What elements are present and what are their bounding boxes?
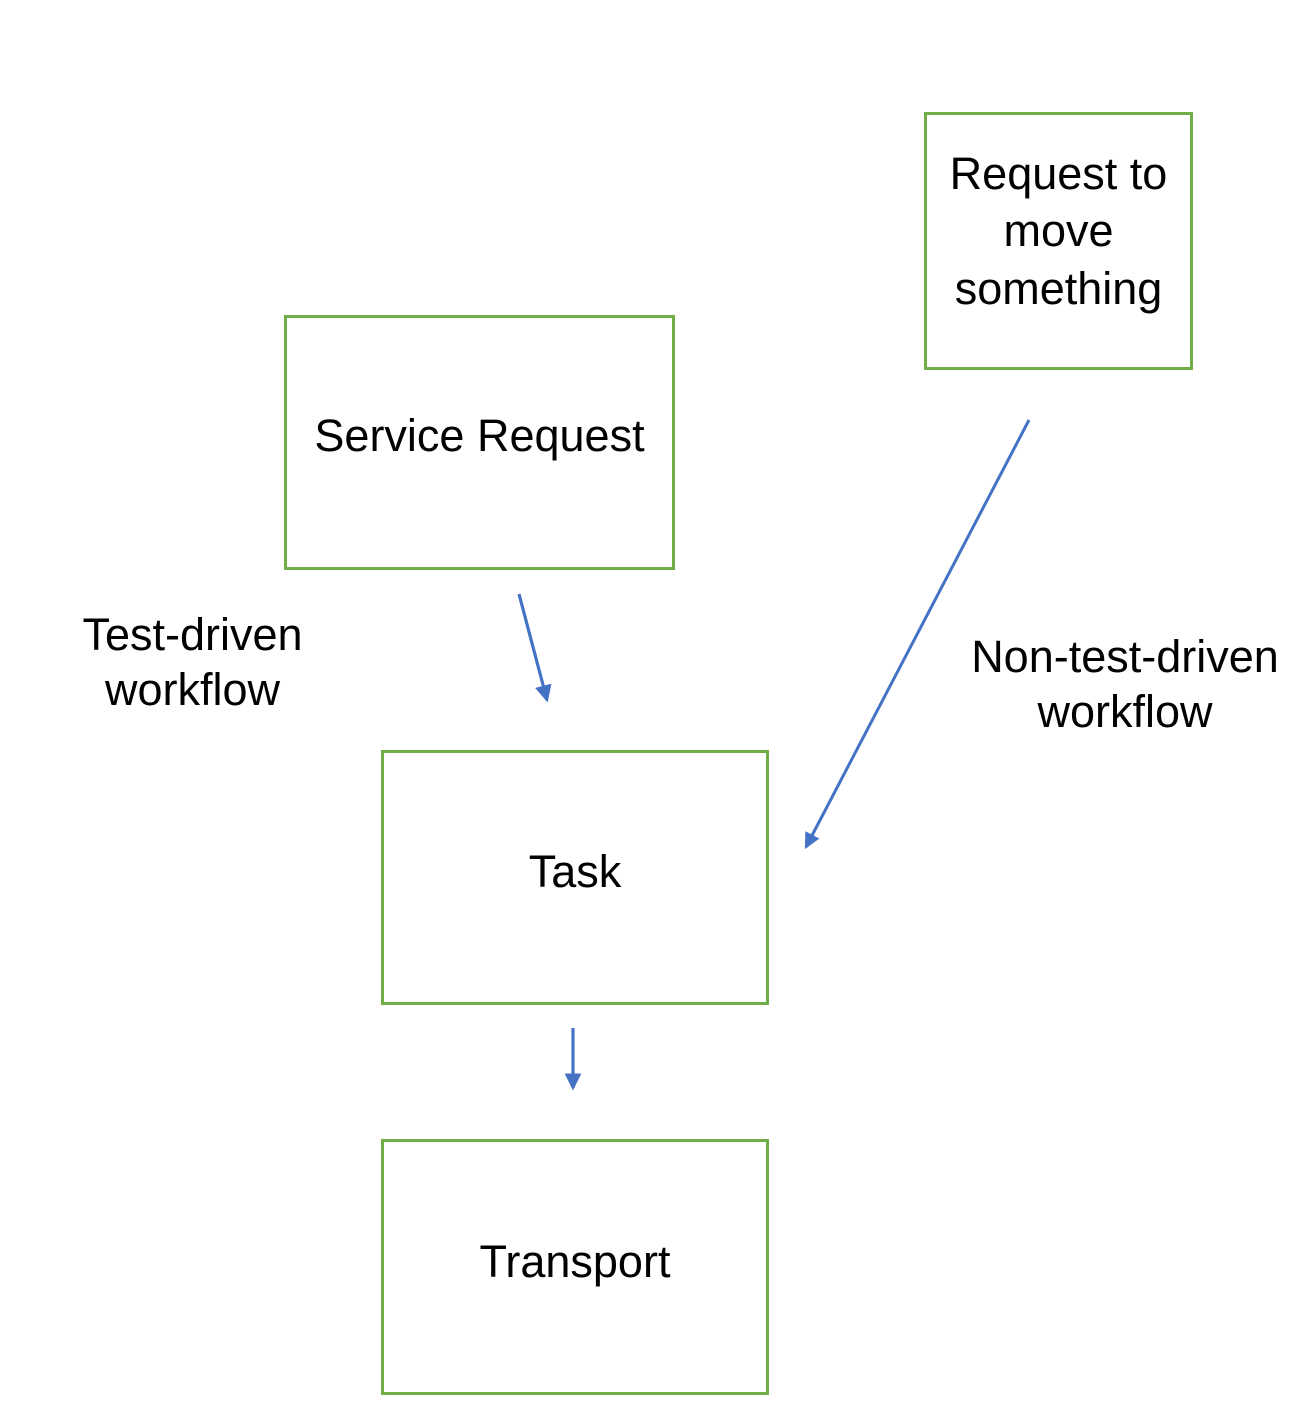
node-service-request[interactable]: Service Request bbox=[284, 315, 675, 570]
node-label: Request to move something bbox=[949, 147, 1168, 314]
annotation-non-test-driven-workflow: Non-test-driven workflow bbox=[971, 631, 1279, 737]
node-task[interactable]: Task bbox=[381, 750, 769, 1005]
node-label: Task bbox=[528, 846, 622, 898]
node-label: Transport bbox=[479, 1235, 671, 1287]
node-request-to-move-something[interactable]: Request to move something bbox=[924, 112, 1193, 370]
connector-service-request-to-task bbox=[517, 593, 552, 703]
node-label: Service Request bbox=[314, 410, 645, 462]
annotation-test-driven-workflow: Test-driven workflow bbox=[82, 609, 303, 715]
node-transport[interactable]: Transport bbox=[381, 1139, 769, 1395]
